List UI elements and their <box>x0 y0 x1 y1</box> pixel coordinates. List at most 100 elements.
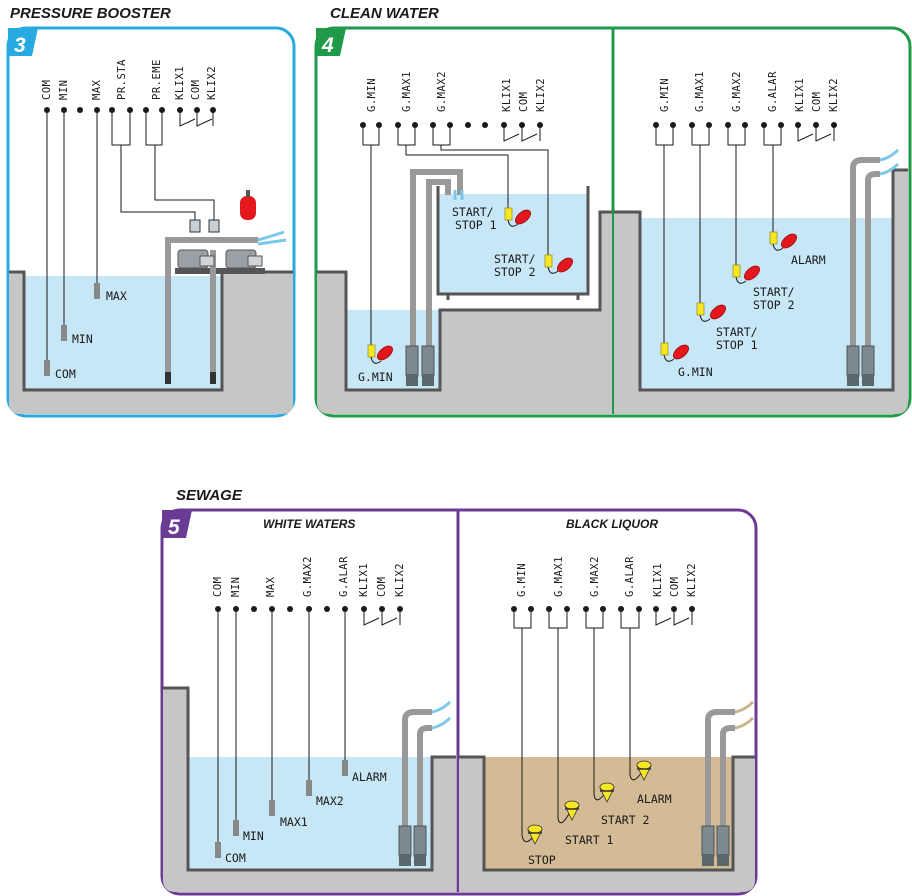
subtitle-black-liquor: BLACK LIQUOR <box>566 517 658 531</box>
label-start-2: START 2 <box>601 813 649 827</box>
panel-clean-water: CLEAN WATER 4 G.MIN G.MAX1 G.MAX2 KLIX1 … <box>314 5 912 418</box>
ground <box>459 757 755 892</box>
subtitle-white-waters: WHITE WATERS <box>263 517 355 531</box>
label-min: MIN <box>243 829 264 843</box>
label-alarm: ALARM <box>791 253 826 267</box>
panel-4-number-tab <box>316 28 346 56</box>
label-start-stop-2b: STOP 2 <box>753 298 795 312</box>
tank-outline <box>317 210 612 392</box>
label-start-stop-1a: START/ <box>452 205 494 219</box>
panel-5-number-tab <box>162 510 192 538</box>
panel-3-number: 3 <box>14 34 26 57</box>
terminal-strip: G.MIN G.MAX1 G.MAX2 KLIX1 COM KLIX2 <box>360 71 547 146</box>
terminal-label: G.MAX2 <box>731 71 743 112</box>
terminal-label: MIN <box>230 577 242 597</box>
probe-com <box>44 360 50 376</box>
pump-1 <box>177 249 215 269</box>
panel-4-title: CLEAN WATER <box>330 5 439 22</box>
float-alarm <box>636 760 652 781</box>
water <box>188 757 432 870</box>
label-com: COM <box>225 851 246 865</box>
terminal-label: COM <box>811 92 823 112</box>
pump-base <box>175 268 265 274</box>
submersible-pump-2 <box>716 825 730 866</box>
probe-com <box>215 842 221 858</box>
terminal-label: G.MIN <box>516 563 528 597</box>
float-start-1 <box>564 800 580 821</box>
terminal-label: G.MAX1 <box>401 71 413 112</box>
panel-4-number: 4 <box>321 34 334 57</box>
ground <box>163 688 456 892</box>
label-alarm: ALARM <box>352 770 387 784</box>
terminal-label: COM <box>190 80 202 100</box>
label-start-stop-1b: STOP 1 <box>455 218 497 232</box>
terminal-label: G.MAX2 <box>436 71 448 112</box>
submersible-pump-1 <box>846 345 860 386</box>
ground <box>317 212 612 414</box>
terminal-label: G.MAX2 <box>589 556 601 597</box>
label-max1: MAX1 <box>280 815 308 829</box>
upper-tank-water <box>438 194 588 294</box>
panel-5-number: 5 <box>168 516 180 539</box>
terminal-label: G.MAX1 <box>553 556 565 597</box>
submersible-pump-2 <box>413 825 427 866</box>
terminal-label: G.ALAR <box>767 71 779 112</box>
terminal-label: KLIX2 <box>535 78 547 112</box>
panel-3-number-tab <box>8 28 38 56</box>
panel-3-title: PRESSURE BOOSTER <box>10 5 171 22</box>
terminal-label: MAX <box>91 79 103 100</box>
terminal-label: G.MAX1 <box>694 71 706 112</box>
terminal-label: COM <box>212 577 224 597</box>
label-min: MIN <box>72 332 93 346</box>
submersible-pump-1 <box>398 825 412 866</box>
probe-min <box>61 325 67 341</box>
submersible-pump-2 <box>861 345 875 386</box>
panel-sewage: SEWAGE 5 WHITE WATERS COM MIN MAX G.MAX2… <box>160 487 758 896</box>
tank-outline <box>459 755 755 872</box>
terminal-label: COM <box>41 80 53 100</box>
water-outlet <box>257 230 287 246</box>
terminal-label: KLIX1 <box>358 563 370 597</box>
terminal-label: KLIX2 <box>828 78 840 112</box>
probe-max1 <box>269 800 275 816</box>
label-start-stop-1a: START/ <box>716 325 758 339</box>
label-stop: STOP <box>528 853 556 867</box>
terminal-label: PR.EME <box>151 59 163 100</box>
pressure-switch-1 <box>189 219 201 233</box>
terminal-label: COM <box>518 92 530 112</box>
label-start-1: START 1 <box>565 833 614 847</box>
label-start-stop-2a: START/ <box>494 252 536 266</box>
terminal-label: MIN <box>58 80 70 100</box>
panel-5-title: SEWAGE <box>176 487 243 504</box>
probe-max <box>94 283 100 299</box>
terminal-label: KLIX1 <box>652 563 664 597</box>
label-com: COM <box>55 367 76 381</box>
terminal-label: G.MAX2 <box>302 556 314 597</box>
panel-pressure-booster: PRESSURE BOOSTER 3 COM MIN MAX PR.STA PR… <box>6 5 296 418</box>
float-start-2 <box>599 782 615 803</box>
terminal-label: G.MIN <box>366 78 378 112</box>
terminal-label: KLIX2 <box>394 563 406 597</box>
tank-outline <box>614 168 908 392</box>
terminal-label: COM <box>376 577 388 597</box>
submersible-pump-1 <box>701 825 715 866</box>
terminal-label: MAX <box>265 576 277 597</box>
submersible-pump-2 <box>421 345 435 386</box>
upper-tank <box>436 186 590 296</box>
label-alarm: ALARM <box>637 792 672 806</box>
terminal-label: KLIX1 <box>501 78 513 112</box>
probe-alarm <box>342 760 348 776</box>
submersible-pump-1 <box>405 345 419 386</box>
sewage <box>484 757 733 870</box>
pump-2 <box>225 249 263 269</box>
expansion-vessel <box>240 196 256 220</box>
terminal-strip: COM MIN MAX G.MAX2 G.ALAR KLIX1 COM KLIX… <box>212 556 406 626</box>
terminal-strip: G.MIN G.MAX1 G.MAX2 G.ALAR KLIX1 COM KLI… <box>653 71 840 146</box>
label-max2: MAX2 <box>316 794 344 808</box>
label-gmin: G.MIN <box>678 365 713 379</box>
label-start-stop-1b: STOP 1 <box>716 338 758 352</box>
label-max: MAX <box>106 289 127 303</box>
terminal-label: G.MIN <box>659 78 671 112</box>
terminal-label: G.ALAR <box>624 556 636 597</box>
terminal-label: KLIX1 <box>794 78 806 112</box>
